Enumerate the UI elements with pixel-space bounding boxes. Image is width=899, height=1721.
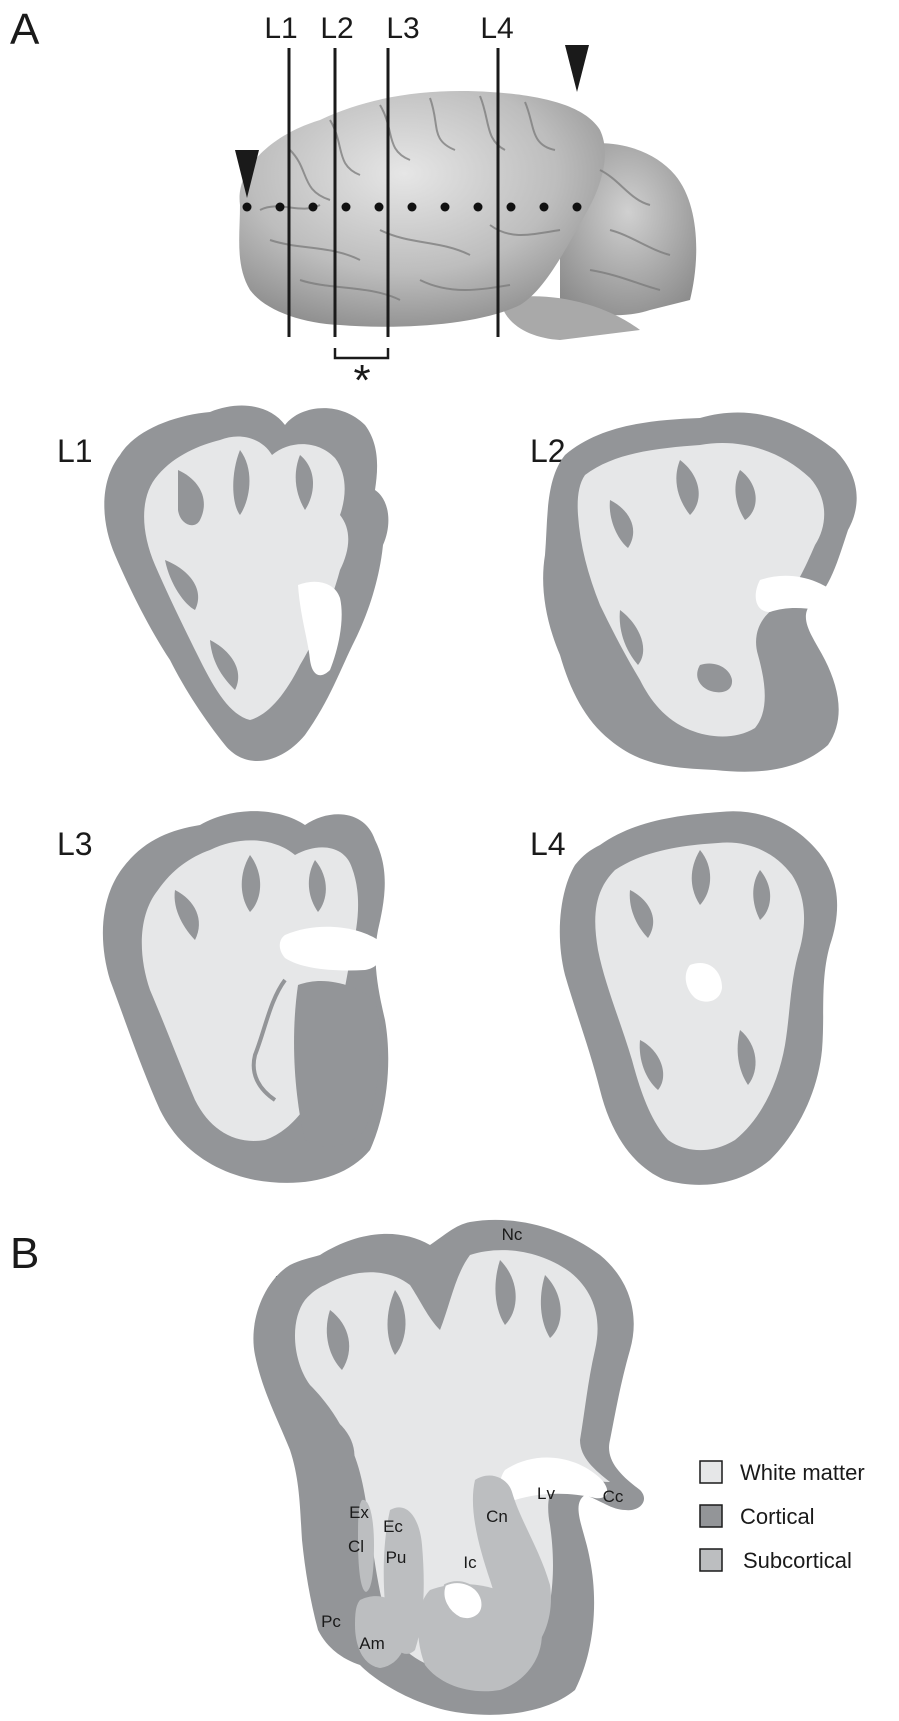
legend-label-cortical: Cortical	[740, 1504, 815, 1529]
region-label-lv: Lv	[537, 1484, 555, 1503]
legend: White matter Cortical Subcortical	[700, 1460, 865, 1573]
cut-label-l2: L2	[320, 12, 353, 45]
region-label-pu: Pu	[386, 1548, 407, 1567]
region-label-cl: Cl	[348, 1537, 364, 1556]
panel-a-letter: A	[10, 5, 40, 54]
section-l3	[103, 811, 388, 1183]
legend-label-subcortical: Subcortical	[743, 1548, 852, 1573]
region-label-pc: Pc	[321, 1612, 341, 1631]
bracket-asterisk: *	[353, 356, 370, 405]
region-label-cn: Cn	[486, 1507, 508, 1526]
section-l4	[560, 811, 837, 1185]
section-label-l3: L3	[57, 826, 93, 862]
section-label-l4: L4	[530, 826, 566, 862]
section-label-l1: L1	[57, 433, 93, 469]
region-label-ex: Ex	[349, 1503, 369, 1522]
cut-label-l3: L3	[386, 12, 419, 45]
region-label-ic: Ic	[463, 1553, 477, 1572]
legend-swatch-cortical	[700, 1505, 722, 1527]
region-label-am: Am	[359, 1634, 385, 1653]
region-label-ec: Ec	[383, 1517, 403, 1536]
section-l3-subcortical	[294, 981, 380, 1147]
legend-swatch-white-matter	[700, 1461, 722, 1483]
panel-b-letter: B	[10, 1229, 39, 1278]
arrowhead-posterior	[565, 45, 589, 92]
panel-b-section: Nc Lv Cc Cn Ex Ec Cl Pu Ic Pc Am	[253, 1220, 644, 1715]
legend-label-white-matter: White matter	[740, 1460, 865, 1485]
section-l2	[543, 413, 857, 772]
region-label-nc: Nc	[502, 1225, 523, 1244]
cut-label-l1: L1	[264, 12, 297, 45]
brain-photo	[235, 45, 696, 340]
cut-label-l4: L4	[480, 12, 513, 45]
section-l1	[104, 406, 388, 761]
legend-swatch-subcortical	[700, 1549, 722, 1571]
region-label-cc: Cc	[603, 1487, 624, 1506]
